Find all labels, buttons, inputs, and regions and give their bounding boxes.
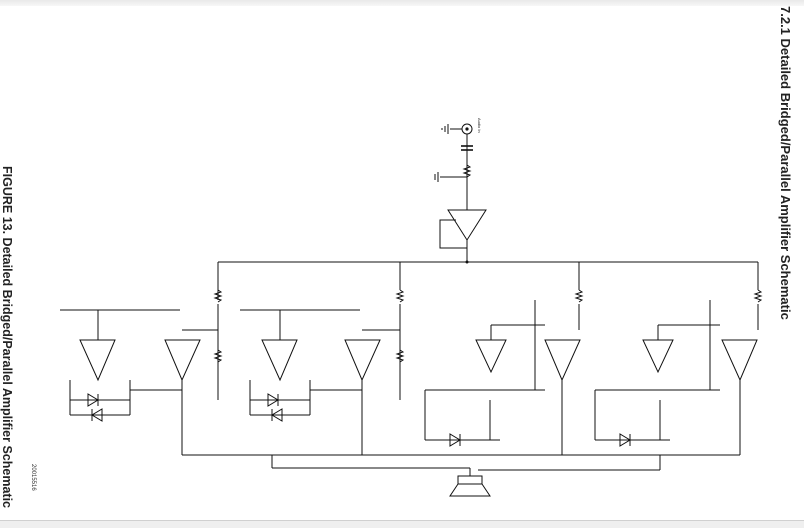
channel-3 bbox=[424, 289, 584, 455]
audio-input-label: Audio In bbox=[477, 118, 482, 133]
channel-2 bbox=[240, 289, 405, 455]
channel-1 bbox=[60, 289, 223, 455]
input-buffer-opamp bbox=[447, 209, 487, 241]
viewer-top-edge bbox=[0, 0, 804, 6]
audio-input-jack: Audio In bbox=[441, 118, 482, 135]
viewer-bottom-edge bbox=[0, 520, 804, 528]
speaker-icon bbox=[449, 475, 491, 497]
channel-4 bbox=[594, 289, 763, 455]
